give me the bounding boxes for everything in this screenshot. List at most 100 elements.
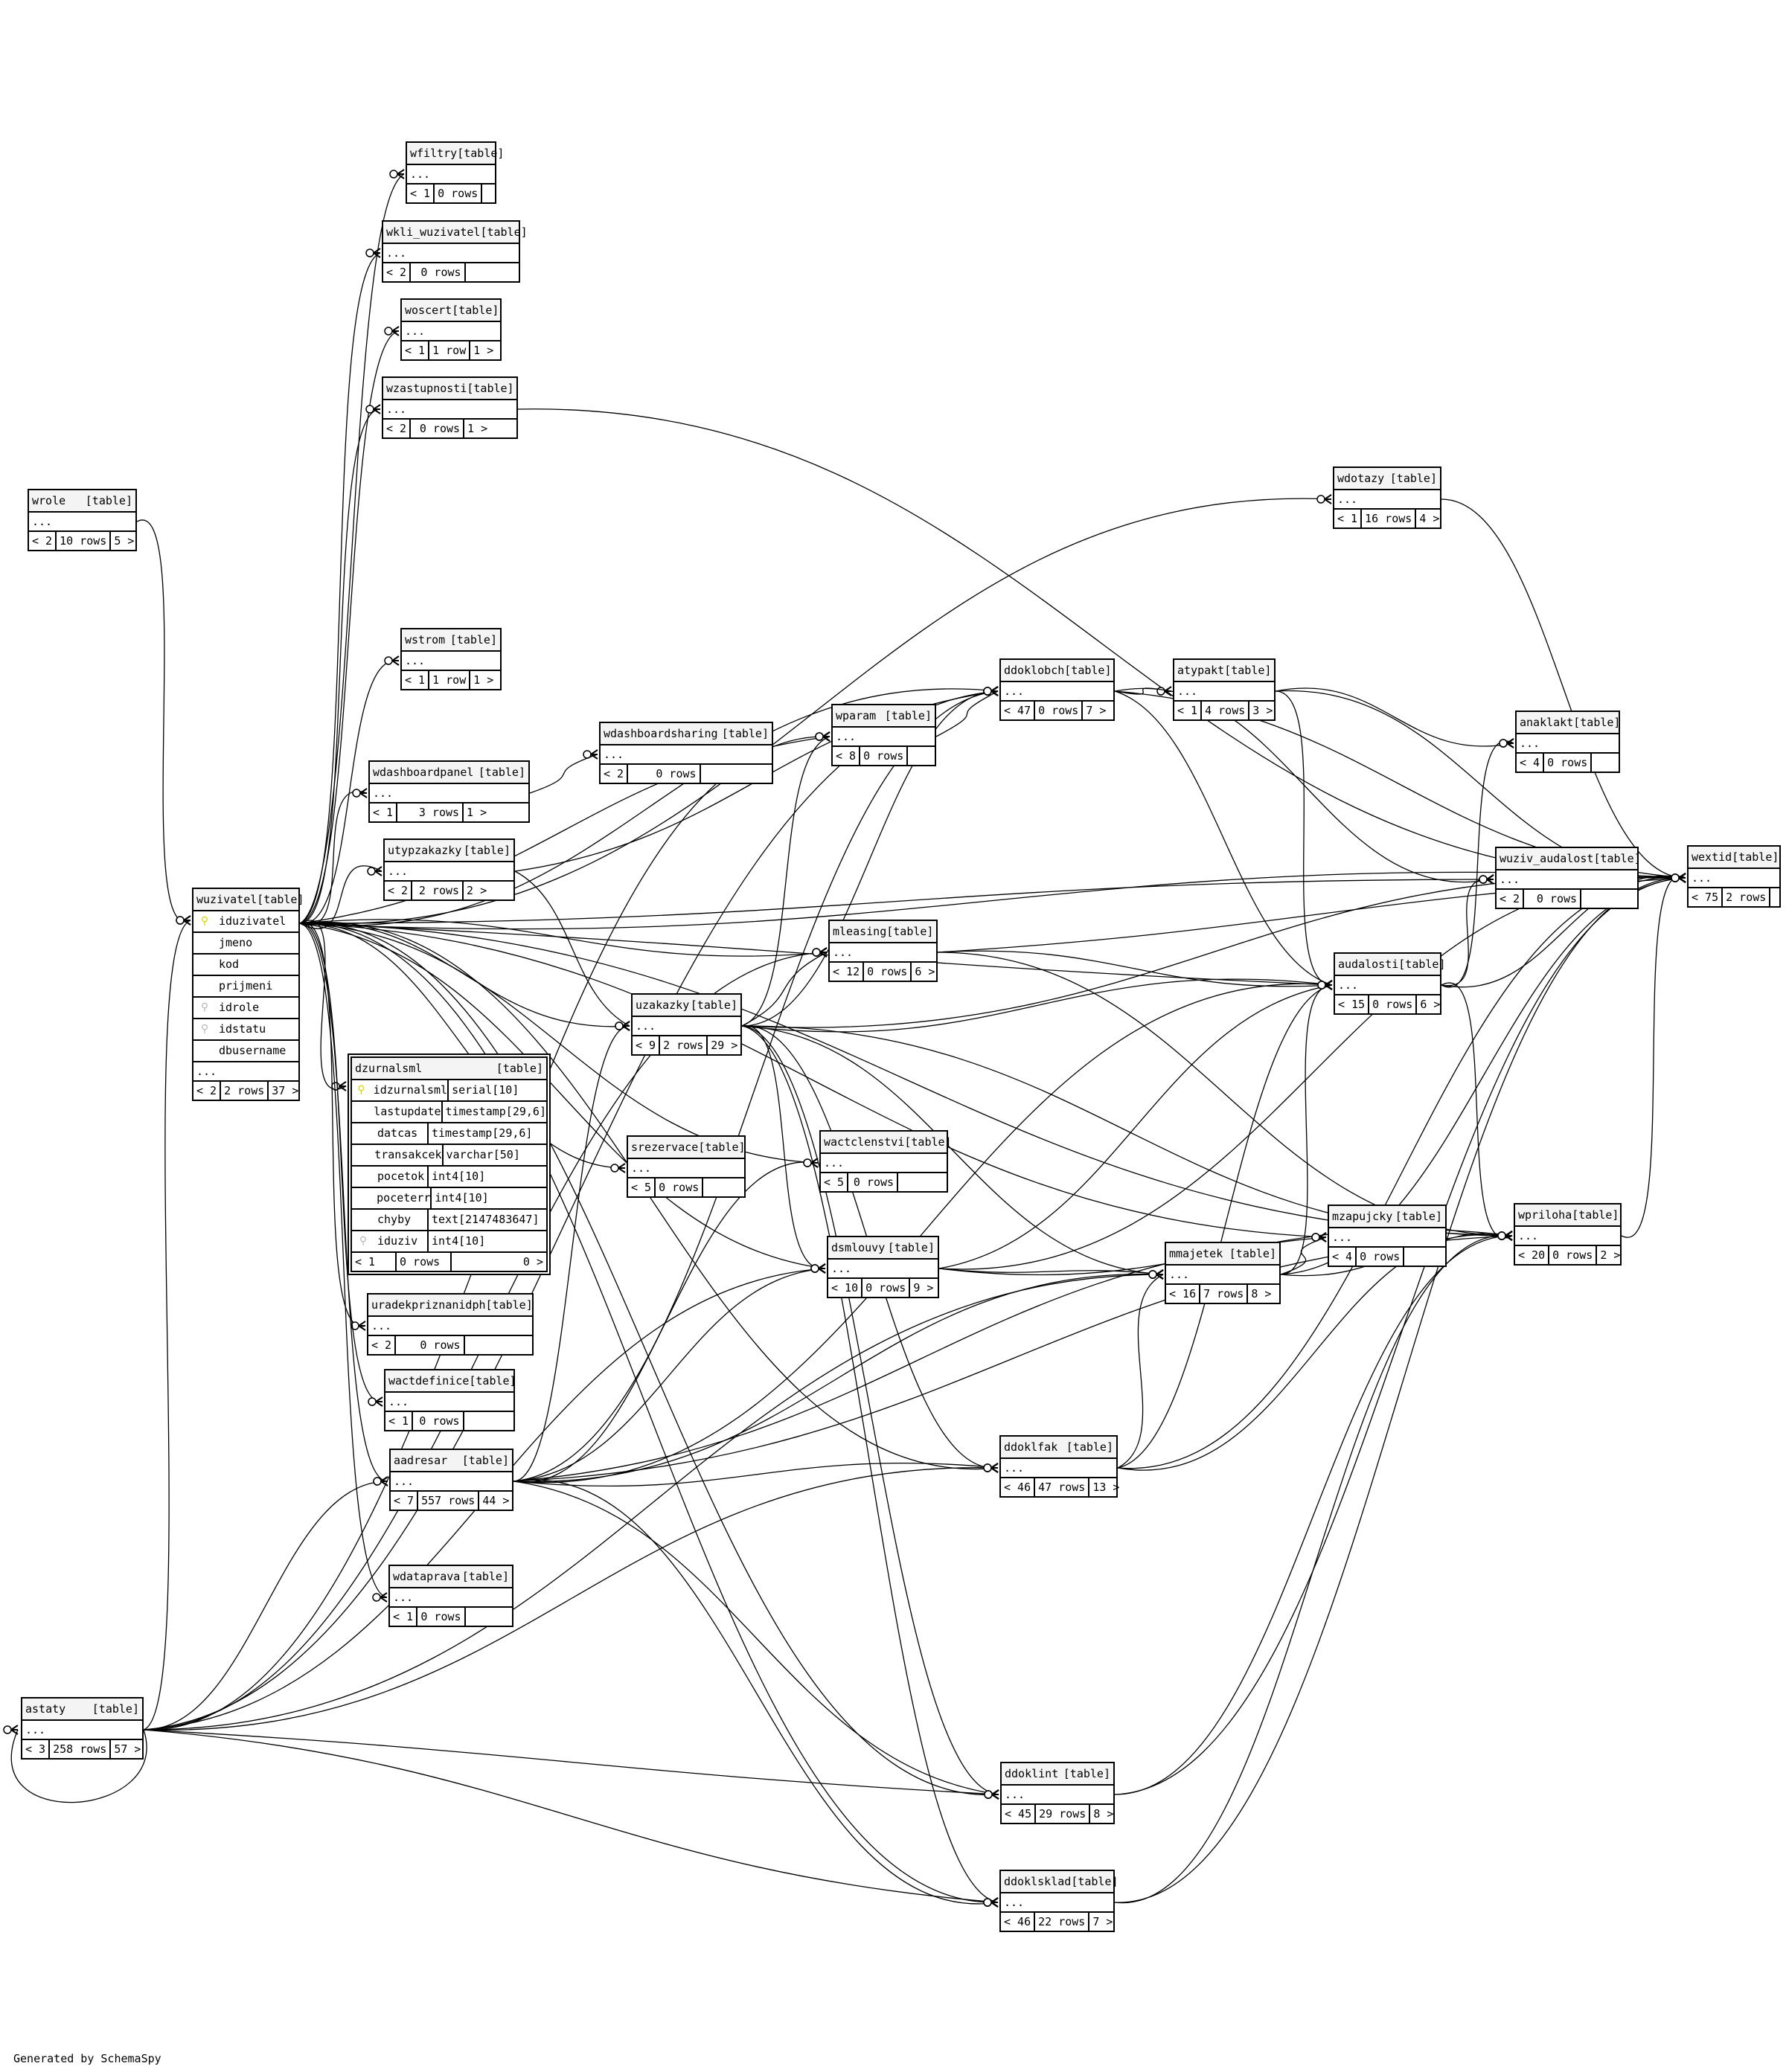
parent-count-link[interactable]: < 45 [1002, 1805, 1037, 1823]
child-count-link[interactable]: 2 > [1600, 1248, 1621, 1262]
parent-count-link[interactable]: < 2 [29, 532, 57, 550]
child-count-link[interactable] [466, 1608, 512, 1626]
parent-count-link[interactable]: < 5 [821, 1173, 849, 1191]
child-count-link[interactable]: 7 > [1086, 704, 1107, 717]
parent-count-link[interactable]: < 2 [383, 420, 412, 437]
parent-count-link[interactable]: < 10 [828, 1279, 863, 1297]
column-row[interactable]: prijmeni [193, 976, 298, 998]
child-count-link[interactable] [898, 1173, 947, 1191]
parent-count-link[interactable]: < 75 [1689, 888, 1724, 906]
parent-count-link[interactable]: < 2 [601, 765, 629, 783]
child-count-link[interactable]: 44 > [482, 1494, 510, 1507]
child-count-link[interactable]: 1 > [473, 673, 494, 687]
parent-count-link[interactable]: < 5 [628, 1178, 656, 1196]
parent-count-link[interactable]: < 46 [1001, 1913, 1036, 1931]
parent-count-link[interactable]: < 46 [1001, 1478, 1036, 1496]
child-count-link[interactable]: 0 > [522, 1255, 543, 1268]
child-count-link[interactable]: 6 > [1420, 998, 1441, 1011]
child-count-link[interactable]: 2 > [467, 884, 487, 897]
child-count-link[interactable] [482, 185, 515, 202]
child-count-link[interactable]: 37 > [272, 1084, 299, 1097]
child-count-link[interactable]: 57 > [114, 1742, 141, 1756]
child-count-link[interactable]: 8 > [1251, 1287, 1272, 1300]
child-count-link[interactable]: 1 > [467, 422, 488, 435]
child-count-link[interactable]: 1 > [473, 344, 494, 357]
parent-count-link[interactable]: < 1 [1334, 510, 1363, 527]
child-count-link[interactable]: 6 > [915, 965, 935, 978]
parent-count-link[interactable]: < 1 [402, 341, 430, 359]
child-count-link[interactable]: 1 > [467, 806, 487, 819]
parent-count-link[interactable]: < 2 [193, 1082, 222, 1100]
parent-count-link[interactable]: < 4 [1329, 1248, 1357, 1266]
parent-count-link[interactable]: < 9 [633, 1036, 661, 1054]
child-count-link[interactable]: 13 > [1092, 1481, 1120, 1494]
parent-count-link[interactable]: < 16 [1166, 1285, 1201, 1303]
child-count-link[interactable] [466, 263, 519, 281]
column-row[interactable]: jmeno [193, 933, 298, 955]
column-row[interactable]: kod [193, 955, 298, 976]
child-count-link[interactable] [703, 1178, 744, 1196]
child-count-link[interactable] [908, 747, 941, 765]
parent-count-link[interactable]: < 12 [830, 963, 865, 981]
parent-count-link[interactable]: < 15 [1335, 995, 1370, 1013]
parent-count-link[interactable]: < 1 [390, 1608, 418, 1626]
parent-count-link[interactable]: < 8 [833, 747, 861, 765]
parent-count-link[interactable]: < 2 [1497, 890, 1525, 908]
child-count-link[interactable] [465, 1336, 532, 1354]
parent-count-link[interactable]: < 1 [402, 671, 430, 689]
child-count-link[interactable] [1592, 754, 1625, 772]
parent-count-link[interactable]: < 1 [407, 185, 435, 202]
parent-count-link[interactable]: < 2 [385, 882, 413, 899]
parent-count-link[interactable]: < 7 [391, 1492, 419, 1510]
child-count-link[interactable] [1770, 888, 1789, 906]
child-count-link[interactable]: 29 > [711, 1039, 738, 1052]
child-count-link[interactable]: 4 > [1419, 512, 1440, 525]
parent-count-link[interactable]: < 2 [383, 263, 412, 281]
parent-count-link[interactable]: < 1 [370, 804, 398, 821]
parent-count-link[interactable]: < 1 [352, 1253, 397, 1271]
parent-count-link[interactable]: < 4 [1517, 754, 1545, 772]
child-count-link[interactable] [1404, 1248, 1445, 1266]
child-count-link[interactable]: 7 > [1092, 1915, 1113, 1928]
parent-count-link[interactable]: < 1 [385, 1412, 414, 1430]
child-count-link[interactable] [701, 765, 772, 783]
child-count-link[interactable]: 9 > [913, 1281, 934, 1295]
child-count-link[interactable]: 5 > [114, 534, 135, 548]
column-row[interactable]: ⚲iduzivatel [193, 911, 298, 933]
